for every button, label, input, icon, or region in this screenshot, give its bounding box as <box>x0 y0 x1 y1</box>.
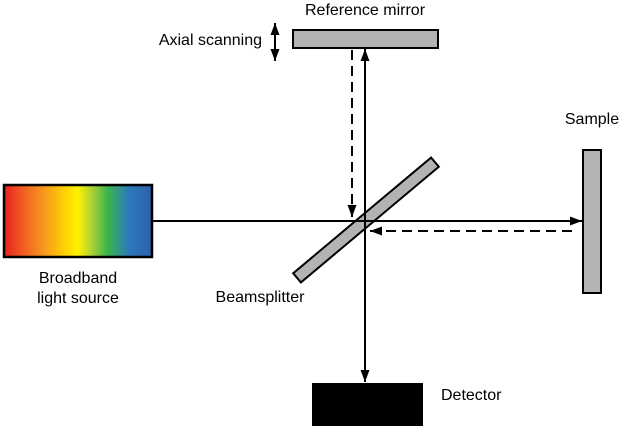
beamsplitter-label: Beamsplitter <box>216 289 306 306</box>
broadband-light-source-label-line1: Broadband <box>39 270 117 287</box>
axial-scanning-label: Axial scanning <box>159 32 262 49</box>
broadband-light-source-label-line2: light source <box>37 290 119 307</box>
detector-label: Detector <box>441 387 502 404</box>
detector <box>312 383 423 426</box>
reference-mirror <box>292 29 439 49</box>
reference-mirror-label: Reference mirror <box>305 2 426 19</box>
sample-label: Sample <box>565 111 619 128</box>
sample <box>582 149 602 294</box>
broadband-light-source <box>2 183 154 259</box>
